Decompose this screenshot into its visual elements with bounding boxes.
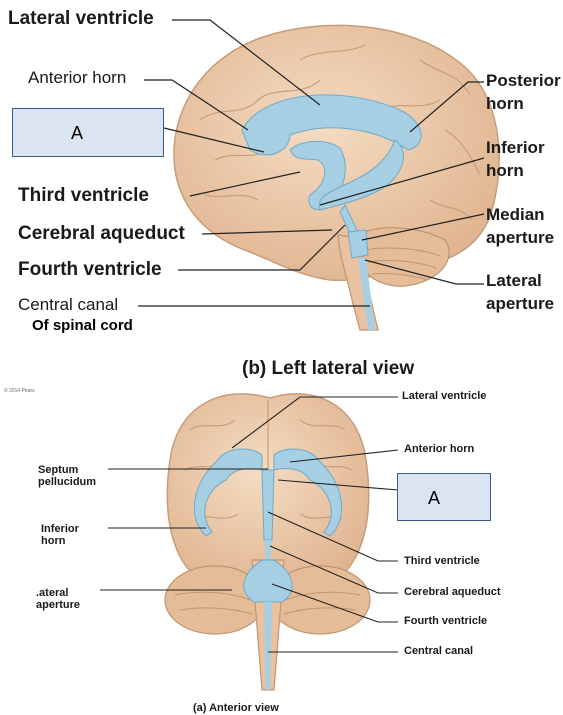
label-posterior-horn-line2: horn: [486, 94, 524, 113]
label-a-third-ventricle: Third ventricle: [404, 555, 480, 567]
copyright-notice: © 2014 Pears: [4, 388, 35, 394]
answer-box-lateral[interactable]: A: [12, 108, 164, 157]
lateral-leader-lines: [138, 19, 485, 307]
label-a-inferior-horn-line2: horn: [41, 535, 66, 547]
label-of-spinal-cord: Of spinal cord: [32, 317, 133, 334]
label-a-fourth-ventricle: Fourth ventricle: [404, 615, 488, 627]
label-cerebral-aqueduct: Cerebral aqueduct: [18, 223, 185, 244]
label-lateral-aperture-line2: aperture: [486, 294, 555, 313]
label-a-inferior-horn-line1: Inferior: [41, 523, 79, 535]
label-a-lateral-aperture-line1: .ateral: [36, 587, 69, 599]
label-lateral-ventricle: Lateral ventricle: [8, 8, 154, 29]
label-a-lateral-ventricle: Lateral ventricle: [402, 390, 487, 402]
label-anterior-horn: Anterior horn: [28, 68, 127, 87]
label-inferior-horn-line1: Inferior: [486, 138, 545, 157]
label-a-septum-line1: Septum: [38, 464, 79, 476]
label-median-aperture-line1: Median: [486, 205, 545, 224]
caption-anterior-view: (a) Anterior view: [193, 702, 279, 714]
label-central-canal: Central canal: [18, 295, 119, 314]
label-third-ventricle: Third ventricle: [18, 185, 149, 206]
label-fourth-ventricle: Fourth ventricle: [18, 259, 162, 280]
anterior-leader-lines: [100, 396, 399, 653]
label-a-cerebral-aqueduct: Cerebral aqueduct: [404, 586, 501, 598]
caption-left-lateral-view: (b) Left lateral view: [242, 358, 415, 379]
answer-box-anterior[interactable]: A: [397, 473, 491, 521]
label-median-aperture-line2: aperture: [486, 228, 555, 247]
label-a-central-canal: Central canal: [404, 645, 474, 657]
answer-box-letter: A: [71, 123, 84, 143]
label-lateral-aperture-line1: Lateral: [486, 271, 542, 290]
label-a-anterior-horn: Anterior horn: [404, 443, 475, 455]
label-a-lateral-aperture-line2: аperture: [36, 599, 81, 611]
lateral-brain: [173, 24, 500, 331]
label-inferior-horn-line2: horn: [486, 161, 524, 180]
label-a-septum-line2: pellucidum: [38, 476, 97, 488]
label-posterior-horn-line1: Posterior: [486, 71, 561, 90]
answer-box-letter: A: [428, 488, 441, 508]
anterior-brain: [164, 393, 371, 691]
